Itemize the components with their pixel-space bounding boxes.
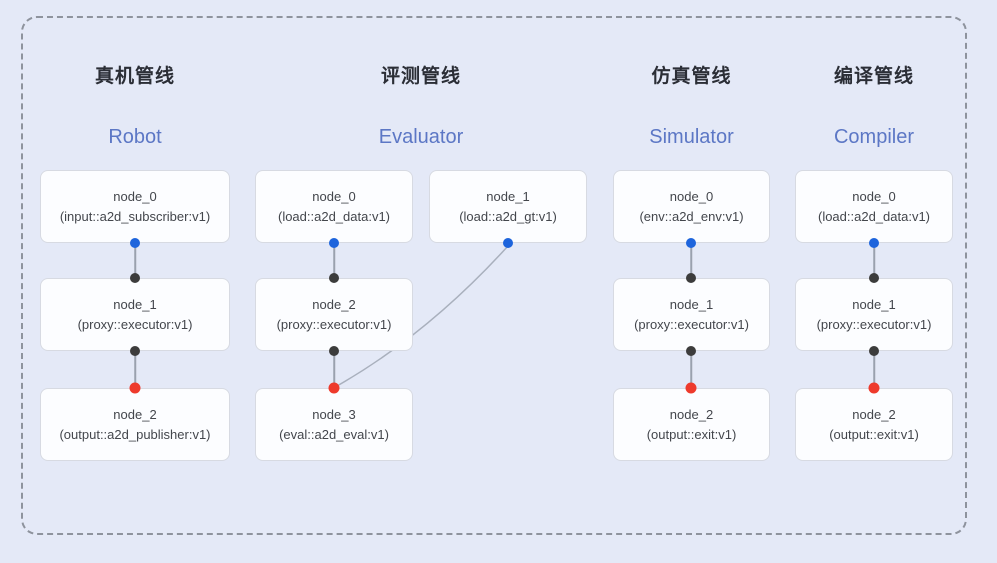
node-box-robot-node0[interactable]: node_0 (input::a2d_subscriber:v1) bbox=[40, 170, 230, 243]
eval-port-dot[interactable] bbox=[328, 382, 340, 394]
node-impl: (env::a2d_env:v1) bbox=[639, 208, 744, 224]
source-port-dot[interactable] bbox=[503, 238, 513, 248]
node-id: node_1 bbox=[113, 296, 157, 312]
input-port-dot[interactable] bbox=[869, 273, 879, 283]
node-id: node_0 bbox=[113, 188, 157, 204]
node-id: node_1 bbox=[486, 188, 530, 204]
node-impl: (proxy::executor:v1) bbox=[77, 316, 193, 332]
input-port-dot[interactable] bbox=[329, 346, 339, 356]
node-impl: (proxy::executor:v1) bbox=[816, 316, 932, 332]
node-id: node_2 bbox=[669, 406, 714, 422]
node-impl: (load::a2d_gt:v1) bbox=[459, 208, 557, 224]
dashed-border-frame bbox=[21, 16, 967, 535]
node-impl: (output::exit:v1) bbox=[829, 426, 919, 442]
source-port-dot[interactable] bbox=[130, 238, 140, 248]
node-box-simulator-node0[interactable]: node_0 (env::a2d_env:v1) bbox=[613, 170, 770, 243]
edge-evaluator-0-2 bbox=[333, 243, 335, 278]
node-id: node_0 bbox=[852, 188, 896, 204]
node-box-compiler-node1[interactable]: node_1 (proxy::executor:v1) bbox=[795, 278, 953, 351]
edge-simulator-1-2 bbox=[690, 351, 692, 388]
compiler-pipeline-title-en: Compiler bbox=[833, 126, 915, 148]
node-id: node_1 bbox=[852, 296, 896, 312]
node-impl: (load::a2d_data:v1) bbox=[817, 208, 931, 224]
source-port-dot[interactable] bbox=[686, 238, 696, 248]
edge-robot-0-1 bbox=[134, 243, 136, 278]
input-port-dot[interactable] bbox=[686, 273, 696, 283]
node-id: node_2 bbox=[852, 406, 896, 422]
node-box-evaluator-node3[interactable]: node_3 (eval::a2d_eval:v1) bbox=[255, 388, 413, 461]
node-box-evaluator-node1[interactable]: node_1 (load::a2d_gt:v1) bbox=[429, 170, 587, 243]
simulator-pipeline-title-en: Simulator bbox=[649, 126, 734, 148]
node-box-evaluator-node0[interactable]: node_0 (load::a2d_data:v1) bbox=[255, 170, 413, 243]
robot-pipeline-title-en: Robot bbox=[108, 126, 162, 148]
eval-port-dot[interactable] bbox=[868, 382, 880, 394]
eval-port-dot[interactable] bbox=[685, 382, 697, 394]
node-impl: (output::exit:v1) bbox=[646, 426, 737, 442]
compiler-pipeline-title-zh: 编译管线 bbox=[833, 66, 914, 87]
edge-robot-1-2 bbox=[134, 351, 136, 388]
robot-pipeline-title-zh: 真机管线 bbox=[94, 66, 175, 87]
node-impl: (load::a2d_data:v1) bbox=[277, 208, 391, 224]
input-port-dot[interactable] bbox=[130, 346, 140, 356]
eval-port-dot[interactable] bbox=[129, 382, 141, 394]
node-box-robot-node1[interactable]: node_1 (proxy::executor:v1) bbox=[40, 278, 230, 351]
evaluator-pipeline-title-zh: 评测管线 bbox=[380, 66, 461, 87]
edge-compiler-1-2 bbox=[873, 351, 875, 388]
node-impl: (input::a2d_subscriber:v1) bbox=[59, 208, 211, 224]
edge-evaluator-2-3 bbox=[333, 351, 335, 388]
node-id: node_3 bbox=[312, 406, 356, 422]
node-id: node_2 bbox=[312, 296, 356, 312]
input-port-dot[interactable] bbox=[130, 273, 140, 283]
source-port-dot[interactable] bbox=[329, 238, 339, 248]
node-id: node_0 bbox=[669, 188, 714, 204]
node-box-simulator-node2[interactable]: node_2 (output::exit:v1) bbox=[613, 388, 770, 461]
evaluator-pipeline-title-en: Evaluator bbox=[378, 126, 464, 148]
edge-compiler-0-1 bbox=[873, 243, 875, 278]
input-port-dot[interactable] bbox=[869, 346, 879, 356]
node-box-robot-node2[interactable]: node_2 (output::a2d_publisher:v1) bbox=[40, 388, 230, 461]
node-box-compiler-node2[interactable]: node_2 (output::exit:v1) bbox=[795, 388, 953, 461]
input-port-dot[interactable] bbox=[686, 346, 696, 356]
node-impl: (output::a2d_publisher:v1) bbox=[59, 426, 211, 442]
node-impl: (proxy::executor:v1) bbox=[276, 316, 392, 332]
node-box-compiler-node0[interactable]: node_0 (load::a2d_data:v1) bbox=[795, 170, 953, 243]
input-port-dot[interactable] bbox=[329, 273, 339, 283]
node-id: node_0 bbox=[312, 188, 356, 204]
node-id: node_1 bbox=[669, 296, 714, 312]
simulator-pipeline-title-zh: 仿真管线 bbox=[651, 66, 732, 87]
node-impl: (eval::a2d_eval:v1) bbox=[279, 426, 389, 442]
node-impl: (proxy::executor:v1) bbox=[634, 316, 749, 332]
node-box-evaluator-node2[interactable]: node_2 (proxy::executor:v1) bbox=[255, 278, 413, 351]
source-port-dot[interactable] bbox=[869, 238, 879, 248]
node-id: node_2 bbox=[113, 406, 157, 422]
edge-simulator-0-1 bbox=[690, 243, 692, 278]
node-box-simulator-node1[interactable]: node_1 (proxy::executor:v1) bbox=[613, 278, 770, 351]
